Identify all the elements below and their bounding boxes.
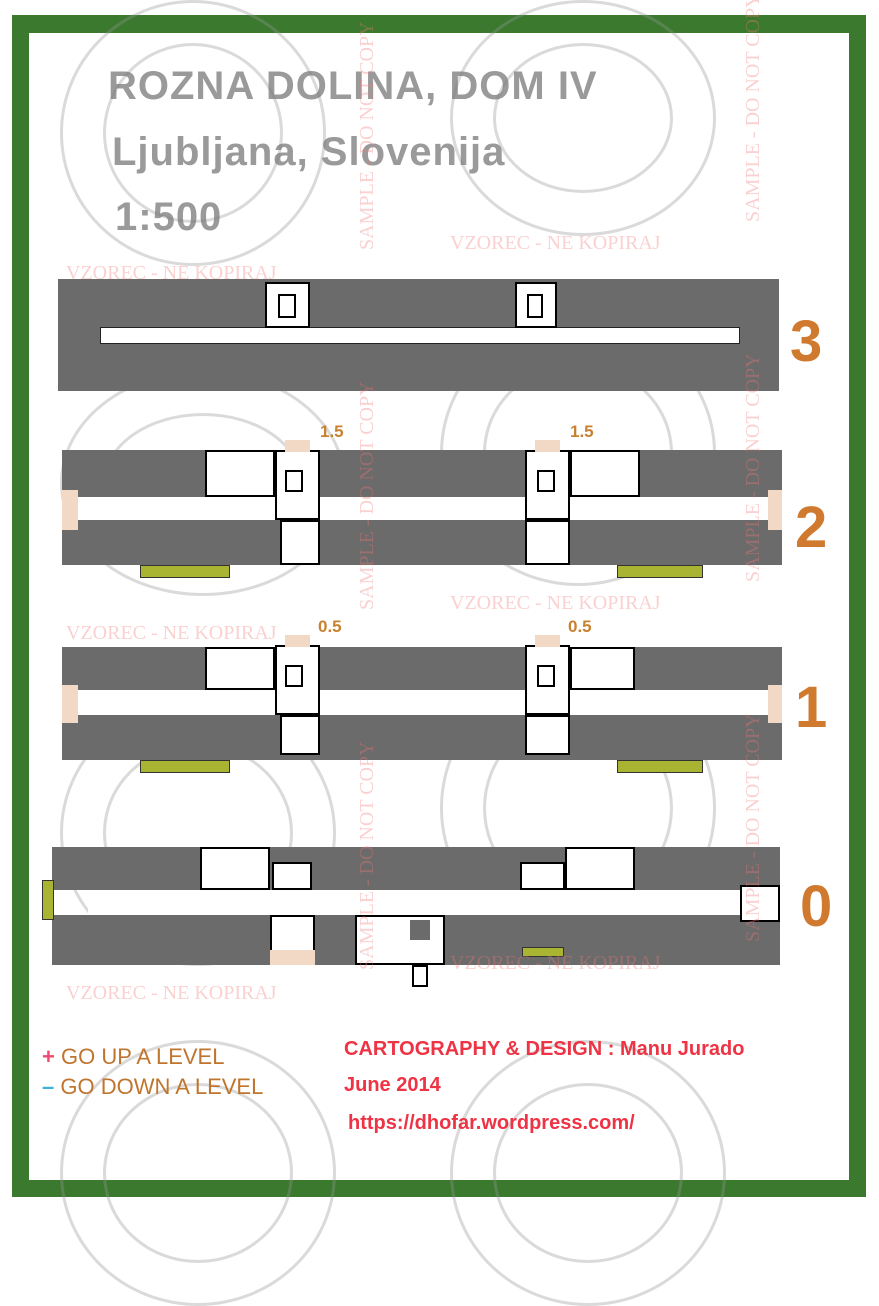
floor-label: 0 [800, 874, 833, 939]
map-scale: 1:500 [115, 195, 223, 239]
half-level-label: 0.5 [318, 617, 342, 636]
watermark-text: VZOREC - NE KOPIRAJ [450, 952, 661, 974]
watermark-text: SAMPLE - DO NOT COPY [356, 21, 378, 250]
half-level-label: 1.5 [320, 422, 344, 441]
seal-watermark [450, 1040, 726, 1306]
half-level-label: 1.5 [570, 422, 594, 441]
watermark-text: VZOREC - NE KOPIRAJ [66, 982, 277, 1004]
credit-url[interactable]: https://dhofar.wordpress.com/ [348, 1112, 635, 1134]
watermark-text: VZOREC - NE KOPIRAJ [66, 622, 277, 644]
minus-icon: – [42, 1074, 55, 1099]
watermark-text: SAMPLE - DO NOT COPY [742, 0, 764, 222]
credit-cartography: CARTOGRAPHY & DESIGN : Manu Jurado [344, 1038, 745, 1060]
legend-down-label: GO DOWN A LEVEL [60, 1074, 264, 1099]
watermark-text: SAMPLE - DO NOT COPY [356, 741, 378, 970]
legend-go-up: + GO UP A LEVEL [42, 1044, 224, 1070]
watermark-text: SAMPLE - DO NOT COPY [742, 353, 764, 582]
watermark-text: SAMPLE - DO NOT COPY [356, 381, 378, 610]
seal-watermark [450, 0, 716, 236]
watermark-text: VZOREC - NE KOPIRAJ [450, 592, 661, 614]
floor-label: 3 [790, 309, 823, 374]
credit-date: June 2014 [344, 1074, 441, 1096]
watermark-text: VZOREC - NE KOPIRAJ [450, 232, 661, 254]
watermark-text: SAMPLE - DO NOT COPY [742, 713, 764, 942]
plus-icon: + [42, 1044, 55, 1069]
half-level-label: 0.5 [568, 617, 592, 636]
map-title: ROZNA DOLINA, DOM IV [108, 64, 598, 108]
legend-go-down: – GO DOWN A LEVEL [42, 1074, 263, 1100]
floor-label: 2 [795, 495, 828, 560]
map-location: Ljubljana, Slovenija [112, 130, 506, 174]
legend-up-label: GO UP A LEVEL [60, 1044, 225, 1069]
watermark-text: VZOREC - NE KOPIRAJ [66, 262, 277, 284]
seal-watermark [60, 0, 326, 266]
floor-label: 1 [795, 675, 828, 740]
